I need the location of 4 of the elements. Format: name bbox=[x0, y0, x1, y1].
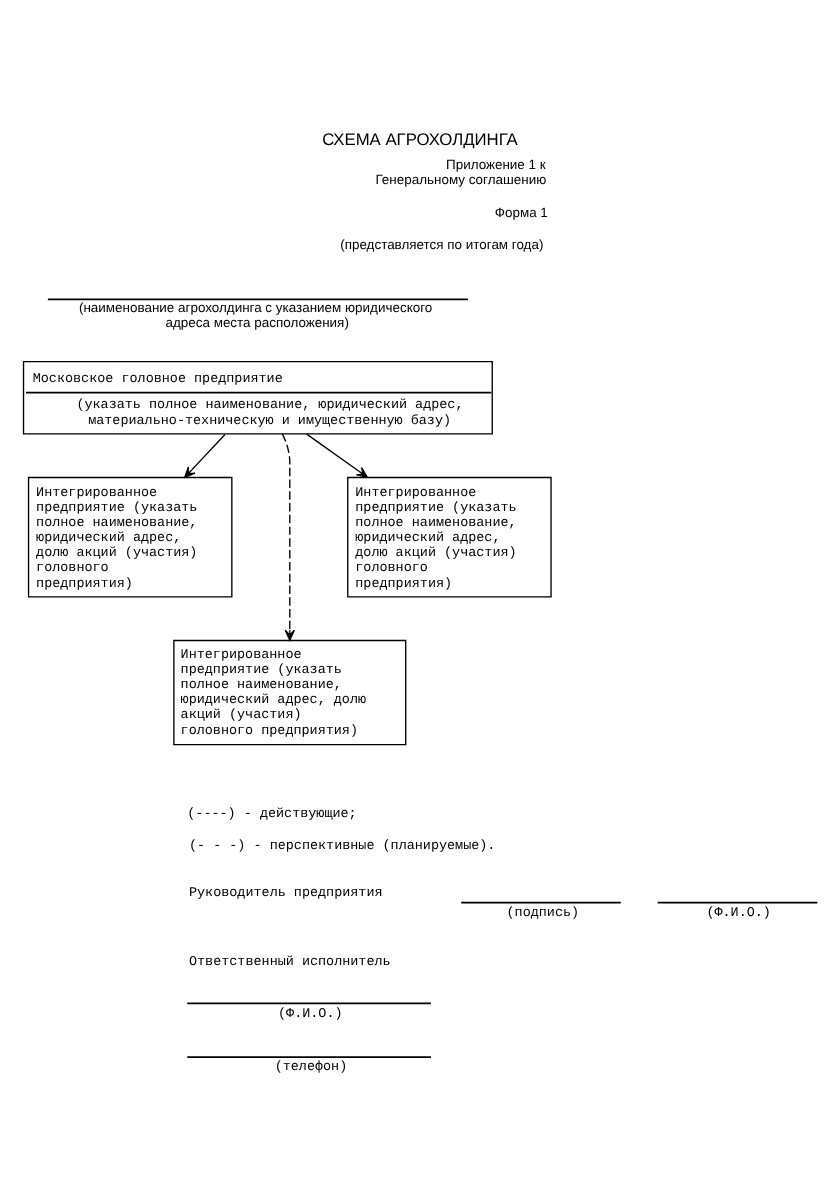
arrow bbox=[281, 432, 295, 640]
diagram-title: СХЕМА АГРОХОЛДИНГА bbox=[322, 127, 518, 148]
arrow bbox=[306, 432, 368, 477]
arrow bbox=[184, 432, 226, 477]
